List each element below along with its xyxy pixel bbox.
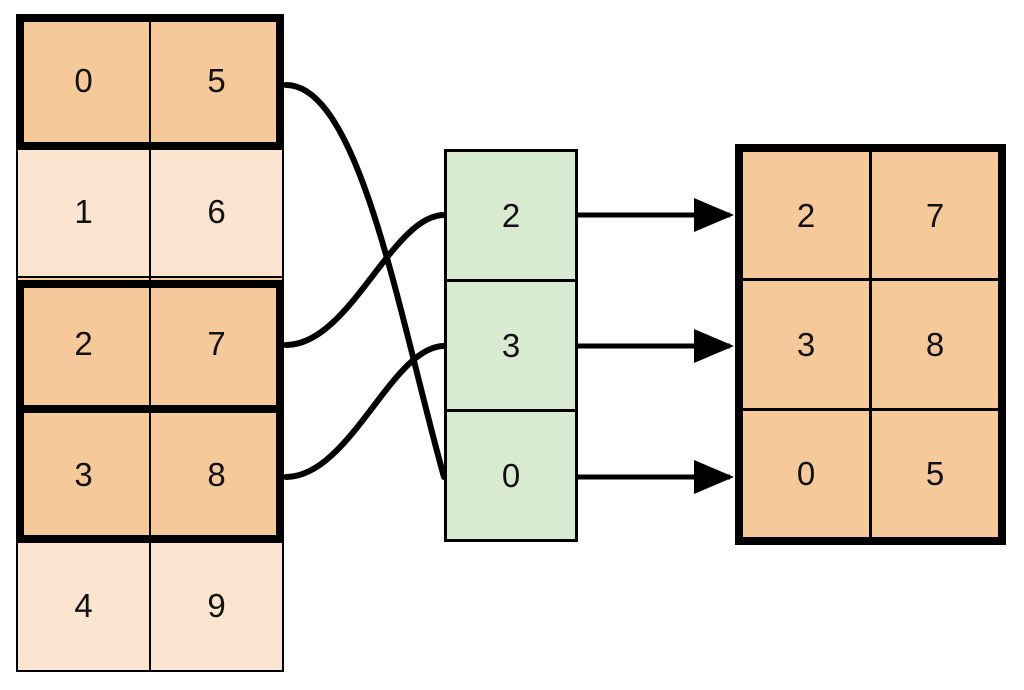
- source-cell-r2c0: 2: [18, 278, 151, 408]
- result-cell-r1c0: 3: [743, 281, 872, 408]
- result-cell-r2c1: 5: [872, 410, 998, 537]
- source-cell-r1c0: 1: [18, 147, 151, 277]
- list-item: 0: [447, 412, 575, 539]
- table-row: 1 6: [18, 147, 282, 279]
- curve-source-row0-to-index-row2: [283, 82, 447, 480]
- list-item: 2: [447, 152, 575, 282]
- result-cell-r1c1: 8: [872, 281, 998, 408]
- result-table: 2 7 3 8 0 5: [735, 144, 1006, 545]
- table-row: 4 9: [18, 540, 282, 671]
- source-row-highlight-divider: [16, 405, 284, 413]
- source-cell-r0c1: 5: [151, 16, 282, 146]
- index-cell-2: 0: [447, 412, 575, 539]
- list-item: 3: [447, 282, 575, 412]
- source-cell-r3c0: 3: [18, 409, 151, 539]
- curve-source-row3-to-index-row1: [283, 343, 447, 480]
- index-cell-0: 2: [447, 152, 575, 279]
- index-cell-1: 3: [447, 282, 575, 409]
- table-row: 3 8: [18, 409, 282, 541]
- source-cell-r2c1: 7: [151, 278, 282, 408]
- source-table: 0 5 1 6 2 7 3 8 4 9: [16, 14, 284, 672]
- table-row: 2 7: [743, 152, 998, 282]
- result-cell-r2c0: 0: [743, 410, 872, 537]
- table-row: 3 8: [743, 281, 998, 411]
- table-row: 0 5: [743, 410, 998, 537]
- source-cell-r1c1: 6: [151, 147, 282, 277]
- source-cell-r3c1: 8: [151, 409, 282, 539]
- result-cell-r0c0: 2: [743, 152, 872, 279]
- index-column: 2 3 0: [444, 149, 578, 542]
- curve-source-row2-to-index-row0: [283, 212, 447, 348]
- result-cell-r0c1: 7: [872, 152, 998, 279]
- source-cell-r4c0: 4: [18, 540, 151, 671]
- table-row: 2 7: [18, 278, 282, 410]
- source-cell-r0c0: 0: [18, 16, 151, 146]
- table-row: 0 5: [18, 16, 282, 148]
- source-cell-r4c1: 9: [151, 540, 282, 671]
